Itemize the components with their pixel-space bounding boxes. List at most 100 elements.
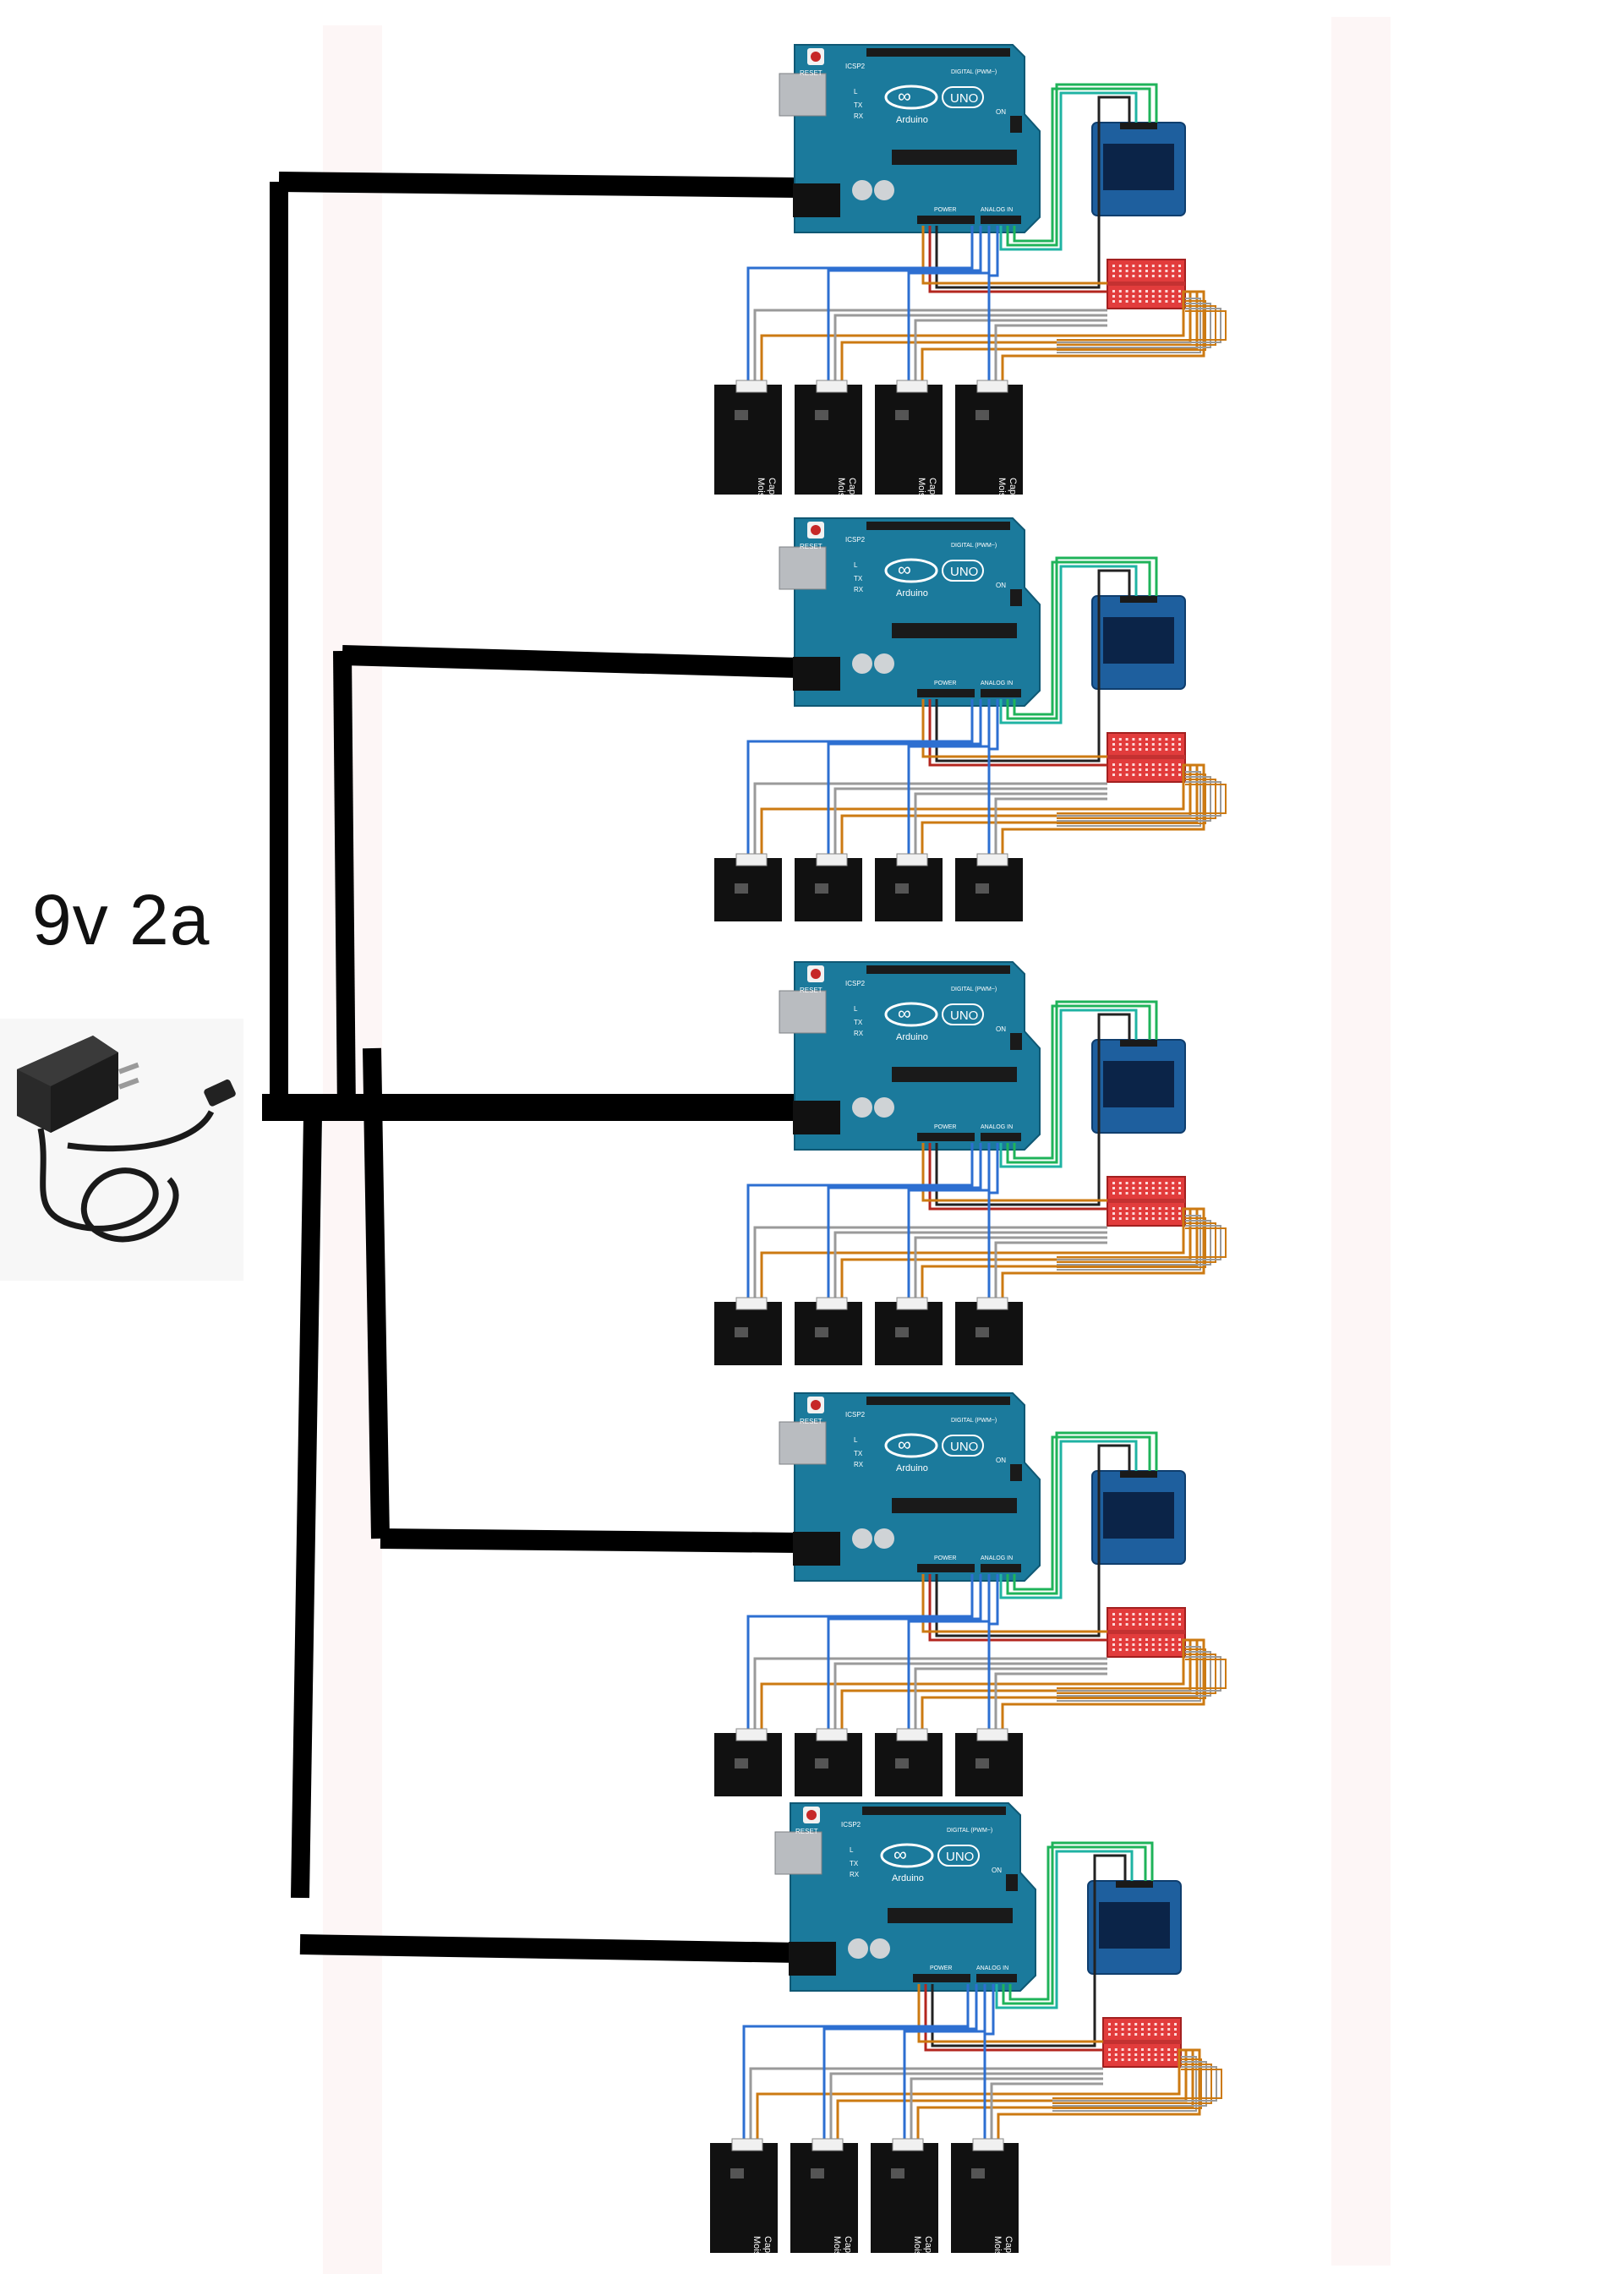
breadboard-hole: [1151, 295, 1155, 298]
breadboard-hole: [1118, 1187, 1122, 1189]
breadboard-loop-1: [1057, 1646, 1201, 1702]
sensor-1-wire-gray: [753, 309, 1107, 391]
breadboard-hole: [1118, 290, 1122, 292]
breadboard-hole: [1112, 1613, 1115, 1615]
sensor-connector-icon: [896, 853, 928, 866]
breadboard-hole: [1125, 300, 1128, 303]
sensor-2-wire-gray: [833, 1231, 1107, 1309]
breadboard-hole: [1112, 1182, 1115, 1184]
breadboard-hole: [1174, 2033, 1177, 2036]
breadboard-hole: [1151, 1618, 1155, 1621]
breadboard-hole: [1161, 2033, 1164, 2036]
digital-header-icon: [866, 965, 1010, 974]
breadboard-hole: [1125, 1207, 1128, 1210]
vcc-wire-red: [928, 1143, 1107, 1211]
sensor-1-wire-blue: [746, 699, 974, 865]
reset-button-cap-icon: [811, 1400, 821, 1410]
breadboard-hole: [1178, 295, 1181, 298]
breadboard-hole: [1112, 738, 1115, 741]
breadboard-hole: [1145, 743, 1148, 746]
dc-jack-icon: [793, 1101, 840, 1134]
breadboard-hole: [1139, 1618, 1142, 1621]
sensor-3-wire-gray: [914, 1667, 1107, 1740]
capacitor-1-icon: [852, 1097, 872, 1118]
sensor-body: [951, 2143, 1019, 2253]
breadboard-hole: [1178, 1192, 1181, 1194]
breadboard-hole: [1165, 1217, 1168, 1220]
breadboard-hole: [1139, 290, 1142, 292]
capacitor-1-icon: [852, 1528, 872, 1549]
soil-sensor-2: [795, 1728, 862, 1796]
breadboard-hole: [1145, 1623, 1148, 1626]
breadboard-loop-4: [1057, 779, 1216, 819]
sensor-label-line1: Capacitive Soil: [843, 2236, 853, 2296]
sensor-connector-icon: [735, 1728, 768, 1741]
oled-wire-green-1: [1013, 560, 1151, 716]
breadboard-hole: [1112, 1217, 1115, 1220]
tx-led-label: TX: [850, 1860, 859, 1867]
breadboard-hole: [1145, 1613, 1148, 1615]
breadboard-hole: [1121, 2048, 1124, 2051]
dc-jack-icon: [793, 657, 840, 691]
breadboard-hole: [1118, 1643, 1122, 1646]
breadboard-hole: [1125, 774, 1128, 776]
breadboard-hole: [1147, 2048, 1150, 2051]
signal-wiring: [746, 556, 1227, 865]
sensor-2-wire-blue: [827, 1143, 982, 1309]
digital-label: DIGITAL (PWM~): [951, 1418, 997, 1424]
breadboard-hole: [1118, 1212, 1122, 1215]
digital-header-icon: [862, 1807, 1006, 1815]
sensor-1-wire-orange: [760, 1207, 1185, 1309]
sensor-chip-icon: [891, 2168, 904, 2178]
sensor-label-line1: Capacitive Soil: [1003, 2236, 1014, 2296]
usb-port-icon: [774, 1831, 822, 1875]
breadboard-hole: [1172, 1638, 1175, 1641]
breadboard-hole: [1172, 290, 1175, 292]
breadboard-hole: [1151, 1643, 1155, 1646]
sensor-4-wire-blue: [987, 1143, 999, 1309]
breadboard-hole: [1178, 748, 1181, 751]
breadboard-hole: [1118, 275, 1122, 277]
icsp-header-icon: [1006, 1874, 1018, 1891]
breadboard-hole: [1158, 1643, 1161, 1646]
breadboard-hole: [1128, 2028, 1131, 2031]
breadboard-hole: [1125, 290, 1128, 292]
breadboard-hole: [1139, 1643, 1142, 1646]
gnd-wire-black: [935, 569, 1131, 763]
sensor-chip-icon: [895, 1758, 909, 1768]
breadboard-hole: [1158, 1217, 1161, 1220]
breadboard-loop-5: [1057, 308, 1221, 343]
breadboard-hole: [1178, 300, 1181, 303]
breadboard-hole: [1125, 265, 1128, 267]
breadboard-hole: [1145, 295, 1148, 298]
oled-wire-green-1: [1013, 87, 1151, 243]
sensor-1-wire-blue: [746, 1143, 974, 1309]
breadboard-hole: [1151, 774, 1155, 776]
breadboard-hole: [1121, 2053, 1124, 2056]
uno-label: UNO: [946, 1850, 974, 1864]
sensor-2-wire-gray: [833, 787, 1107, 865]
breadboard-hole: [1178, 768, 1181, 771]
breadboard-hole: [1178, 1217, 1181, 1220]
analog-label: ANALOG IN: [976, 1965, 1008, 1971]
breadboard-hole: [1172, 300, 1175, 303]
tx-led-label: TX: [854, 1450, 863, 1457]
capacitor-2-icon: [874, 1528, 894, 1549]
icsp-header-icon: [1010, 589, 1022, 606]
breadboard-loop-6: [1052, 2069, 1222, 2099]
breadboard-hole: [1158, 290, 1161, 292]
breadboard-hole: [1151, 738, 1155, 741]
l-led-label: L: [854, 88, 858, 96]
breadboard-hole: [1108, 2028, 1111, 2031]
power-header-icon: [913, 1974, 970, 1982]
breadboard-hole: [1125, 738, 1128, 741]
sensor-3-wire-gray: [914, 792, 1107, 865]
atmega-chip-icon: [888, 1908, 1013, 1923]
breadboard-hole: [1112, 763, 1115, 766]
sensor-body: [710, 2143, 778, 2253]
sensor-body: [795, 385, 862, 495]
breadboard-hole: [1151, 1217, 1155, 1220]
breadboard-hole: [1151, 270, 1155, 272]
